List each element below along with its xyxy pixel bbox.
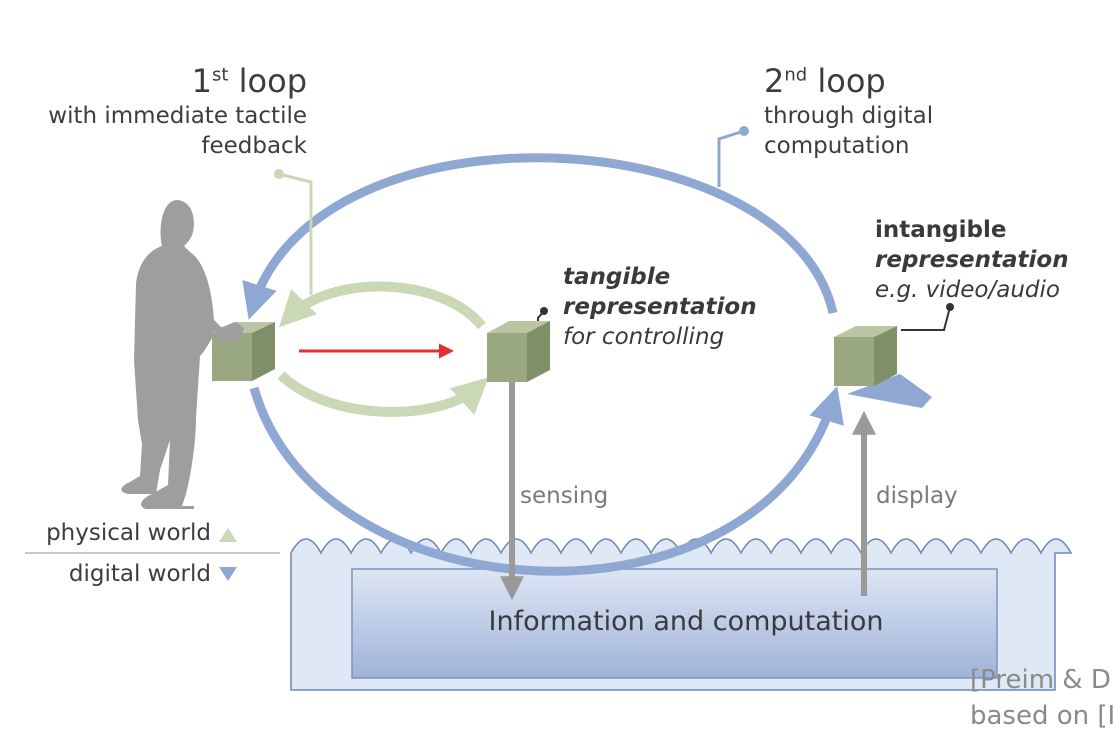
display-label: display <box>876 483 958 509</box>
cube-tangible-icon <box>487 321 550 382</box>
cube-display-icon <box>834 326 897 386</box>
person-silhouette-icon <box>121 200 245 509</box>
loop2-title: 2nd loop <box>764 62 886 100</box>
loop2-leader <box>717 126 749 187</box>
intangible-leader <box>901 303 954 331</box>
digital-world-label: digital world <box>68 561 211 587</box>
physical-world-label: physical world <box>46 520 211 546</box>
loop2-arc-bottom <box>249 386 844 576</box>
intangible-label: intangible representation e.g. video/aud… <box>875 217 1069 303</box>
diagram-canvas <box>25 126 1073 691</box>
loop1-subtitle: with immediate tactile feedback <box>48 103 307 159</box>
down-triangle-icon <box>219 567 237 581</box>
tangible-label: tangible representation for controlling <box>563 264 757 350</box>
info-box <box>351 568 998 679</box>
sensing-label: sensing <box>520 483 609 509</box>
loop1-title: 1st loop <box>191 62 307 100</box>
citation: [Preim & D based on [I <box>970 665 1113 731</box>
hand-icon <box>214 322 244 343</box>
loop2-subtitle: through digital computation <box>764 103 934 159</box>
loop1-arc-bottom <box>277 371 489 417</box>
screen-panel-icon <box>847 374 932 408</box>
info-box-label: Information and computation <box>488 606 884 637</box>
loop1-arc-top <box>278 281 486 330</box>
loop2-arc-top <box>242 153 838 320</box>
up-triangle-icon <box>219 528 237 542</box>
loop1-leader <box>274 169 313 295</box>
